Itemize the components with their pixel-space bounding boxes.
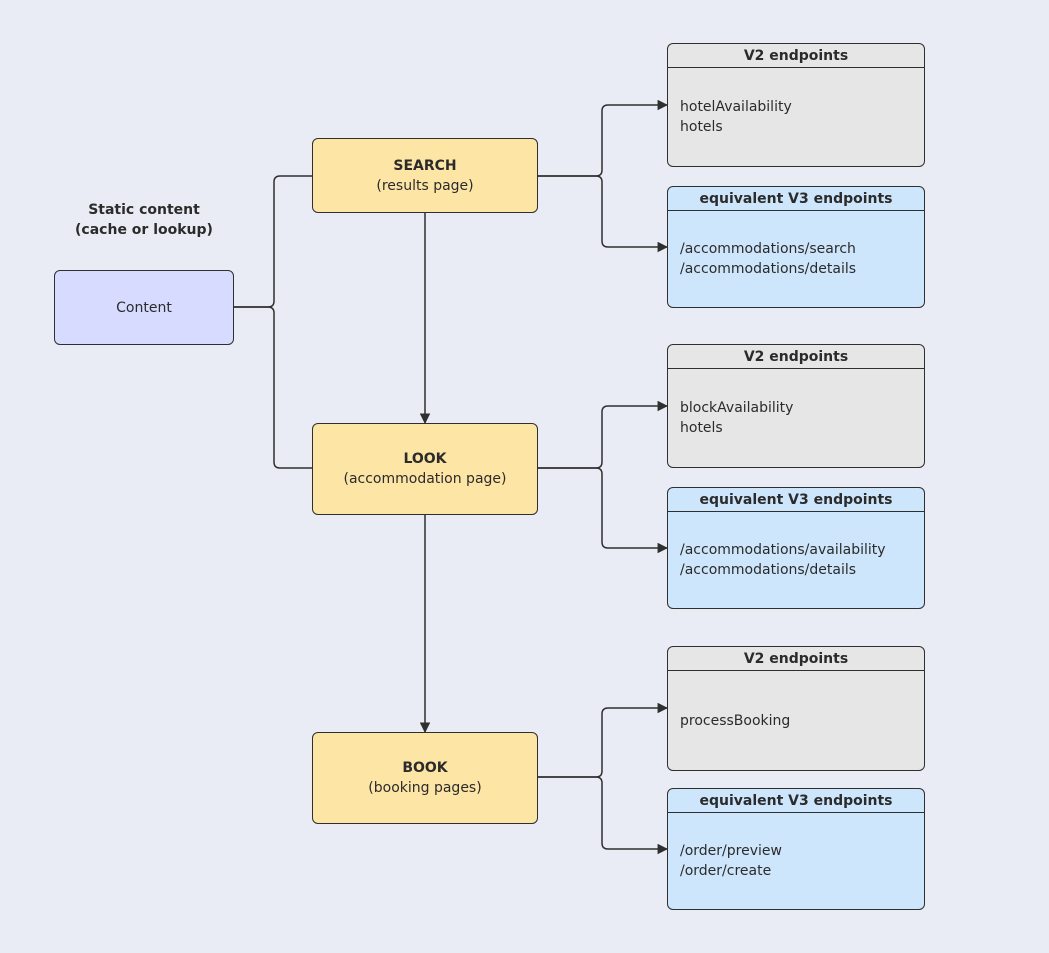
look-v3-list: /accommodations/availability /accommodat… (668, 512, 924, 608)
endpoint-item: processBooking (680, 712, 791, 729)
endpoint-item: /order/preview (680, 843, 782, 859)
endpoint-item: /accommodations/details (680, 562, 857, 578)
look-stage-node: LOOK (accommodation page) (312, 423, 538, 515)
static-content-title: Static content (88, 202, 200, 218)
endpoint-item: /accommodations/details (680, 261, 857, 277)
book-v2-endpoints-box: V2 endpoints processBooking (667, 646, 925, 771)
book-v2-header: V2 endpoints (668, 647, 924, 671)
search-stage-subtitle: (results page) (376, 177, 474, 194)
look-stage-title: LOOK (403, 451, 447, 467)
endpoint-item: hotelAvailability (680, 99, 792, 115)
book-to-v3-arrow (538, 776, 669, 855)
search-v3-endpoints-box: equivalent V3 endpoints /accommodations/… (667, 186, 925, 308)
search-v3-header: equivalent V3 endpoints (668, 187, 924, 211)
endpoint-item: /order/create (680, 863, 772, 879)
book-v3-header: equivalent V3 endpoints (668, 789, 924, 813)
search-v2-endpoints-box: V2 endpoints hotelAvailability hotels (667, 43, 925, 167)
book-v2-list: processBooking (668, 671, 924, 770)
endpoint-item: hotels (680, 420, 723, 436)
book-to-v2-arrow (538, 702, 669, 778)
look-to-v3-arrow (538, 467, 669, 554)
look-v3-endpoints-box: equivalent V3 endpoints /accommodations/… (667, 487, 925, 609)
endpoint-item: blockAvailability (680, 400, 794, 416)
static-content-label: Static content (cache or lookup) (54, 200, 234, 240)
look-v2-header: V2 endpoints (668, 345, 924, 369)
static-content-subtitle: (cache or lookup) (75, 222, 213, 238)
content-node-label: Content (116, 299, 172, 316)
book-stage-node: BOOK (booking pages) (312, 732, 538, 824)
search-v2-list: hotelAvailability hotels (668, 68, 924, 166)
search-v2-header: V2 endpoints (668, 44, 924, 68)
search-stage-node: SEARCH (results page) (312, 138, 538, 213)
book-v3-list: /order/preview /order/create (668, 813, 924, 909)
book-stage-title: BOOK (402, 760, 448, 776)
search-to-v3-arrow (538, 175, 669, 253)
content-to-look-connector (233, 306, 313, 469)
endpoint-item: hotels (680, 119, 723, 135)
content-node: Content (54, 270, 234, 345)
book-v3-endpoints-box: equivalent V3 endpoints /order/preview /… (667, 788, 925, 910)
endpoint-item: /accommodations/availability (680, 542, 886, 558)
look-v3-header: equivalent V3 endpoints (668, 488, 924, 512)
content-to-search-connector (233, 175, 313, 308)
look-stage-subtitle: (accommodation page) (343, 471, 507, 487)
look-v2-list: blockAvailability hotels (668, 369, 924, 467)
search-v3-list: /accommodations/search /accommodations/d… (668, 211, 924, 307)
endpoint-item: /accommodations/search (680, 241, 856, 257)
search-to-v2-arrow (538, 99, 669, 177)
search-stage-title: SEARCH (393, 157, 457, 174)
book-stage-subtitle: (booking pages) (368, 780, 482, 796)
look-v2-endpoints-box: V2 endpoints blockAvailability hotels (667, 344, 925, 468)
look-to-v2-arrow (538, 400, 669, 469)
